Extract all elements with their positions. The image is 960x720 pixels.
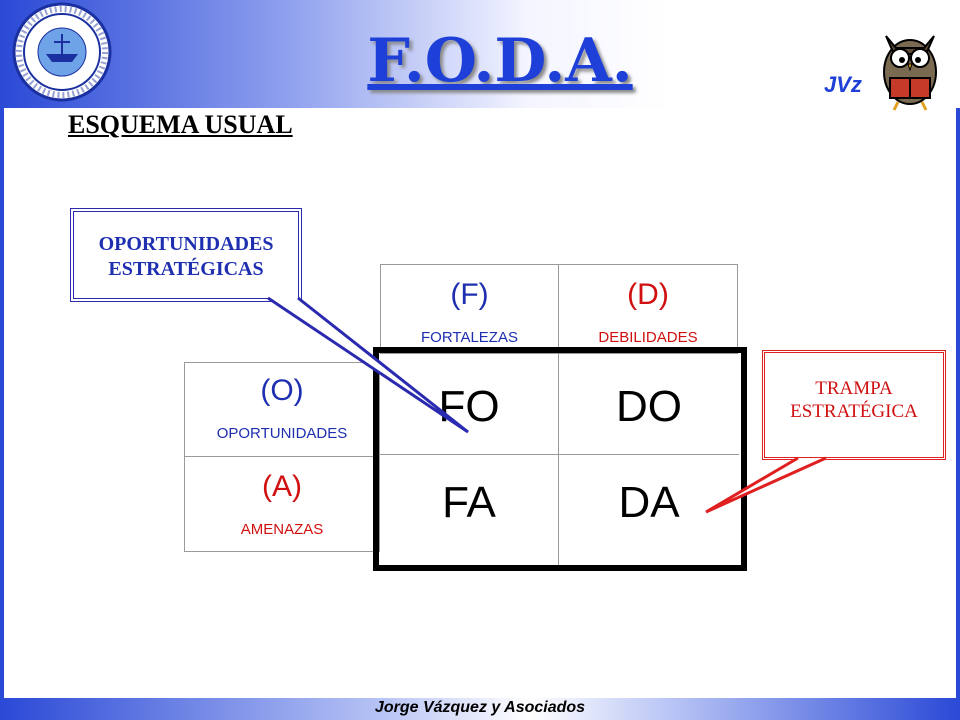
frame-left-border [0, 108, 4, 698]
col-header-d-code: (D) [627, 278, 669, 311]
owl-reading-icon [883, 35, 937, 111]
row-header-a-code: (A) [262, 470, 302, 503]
matrix-strategy-frame [373, 347, 747, 571]
matrix-cell-do: DO [559, 354, 739, 455]
col-header-debilidades: (D) DEBILIDADES [558, 264, 738, 354]
callout-oportunidades-line1: OPORTUNIDADES [98, 233, 274, 255]
matrix-cell-do-text: DO [616, 382, 682, 431]
col-header-f-label: FORTALEZAS [421, 329, 518, 346]
row-header-oportunidades: (O) OPORTUNIDADES [184, 362, 380, 457]
brand-initials: JVz [824, 72, 862, 97]
callout-oportunidades-estrategicas: OPORTUNIDADES ESTRATÉGICAS [70, 208, 302, 302]
row-header-amenazas: (A) AMENAZAS [184, 456, 380, 552]
callout-trampa-line1: TRAMPA [815, 378, 893, 399]
callout-oportunidades-line2: ESTRATÉGICAS [108, 258, 264, 280]
col-header-f-code: (F) [450, 278, 489, 311]
page-title: F.O.D.A. [367, 26, 633, 96]
matrix-cell-fa: FA [380, 455, 559, 565]
footer-author: Jorge Vázquez y Asociados [374, 699, 586, 716]
callout-trampa-estrategica: TRAMPA ESTRATÉGICA [762, 350, 946, 460]
callout-trampa-line2: ESTRATÉGICA [790, 401, 918, 422]
col-header-fortalezas: (F) FORTALEZAS [380, 264, 559, 354]
row-header-a-label: AMENAZAS [240, 521, 324, 538]
frame-right-border [956, 108, 960, 698]
prefectura-naval-seal-icon [12, 2, 112, 102]
matrix-cell-fa-text: FA [442, 478, 496, 527]
page-subtitle: ESQUEMA USUAL [68, 110, 293, 139]
footer-band [0, 698, 960, 720]
matrix-cell-da: DA [559, 455, 739, 565]
header-band [0, 0, 960, 108]
col-header-d-label: DEBILIDADES [598, 329, 698, 346]
matrix-cell-da-text: DA [618, 478, 680, 527]
row-header-o-code: (O) [260, 374, 304, 407]
row-header-o-label: OPORTUNIDADES [216, 425, 348, 442]
